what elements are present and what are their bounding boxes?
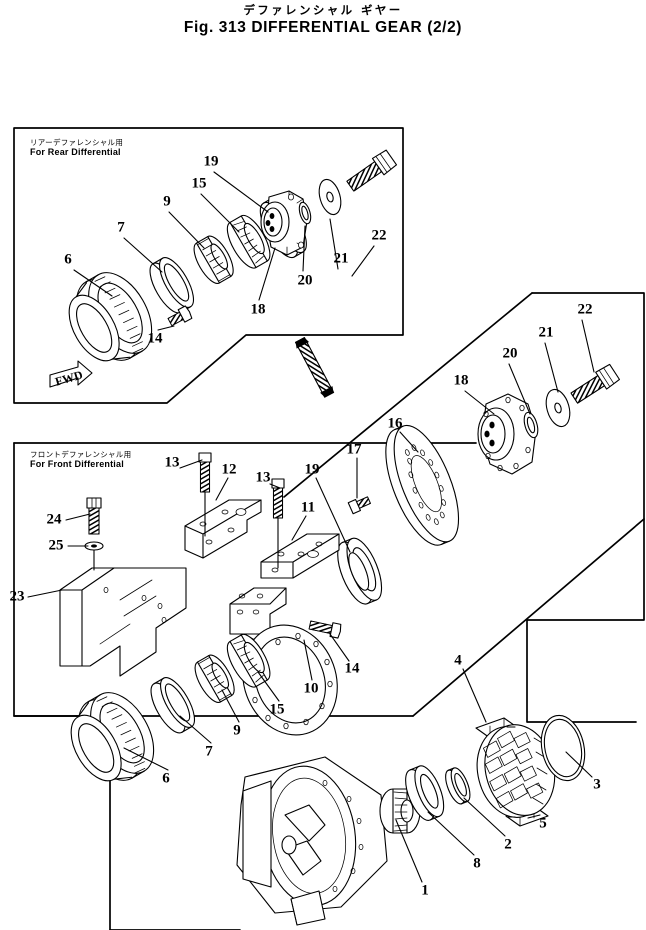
callout-sun-gear-carrier-4: 4 [454,652,462,669]
callout-spacer-5: 5 [539,815,547,832]
callout-bearing-nut-9: 9 [163,193,171,210]
part-22-bolt-front [570,363,621,404]
callout-bolt-13: 13 [255,469,271,486]
callout-o-ring-3: 3 [593,776,601,793]
caption-rear-differential: リアーデファレンシャル用 For Rear Differential [30,138,123,158]
part-9-lock-nut-front [194,654,235,703]
callout-bracket-11: 11 [300,499,316,516]
part-12-bracket [184,499,262,559]
part-18-hub-flange-front [477,393,537,475]
part-14-plug-front [308,620,342,639]
part-15-bearing-cone-rear [226,214,271,269]
part-16-brake-disc [385,424,460,546]
leader-lines [27,171,595,883]
part-6-wheel-hub-front [70,692,155,782]
part-3-o-ring-large [540,714,586,782]
callout-bolt-24: 24 [46,511,62,528]
callout-plug-14: 14 [344,660,360,677]
callout-bearing-cone-15: 15 [269,701,285,718]
part-8-bearing [405,765,445,821]
callout-bearing-cone-15: 15 [191,175,207,192]
callout-carrier-10: 10 [303,680,319,697]
part-1-housing [236,756,421,926]
callout-hub-flange-18: 18 [250,301,266,318]
callout-wheel-hub-6: 6 [64,251,72,268]
part-6-wheel-hub-rear [68,272,153,362]
caption-rear-english: For Rear Differential [30,147,121,157]
part-7-bearing-cup-rear [149,257,195,314]
caption-front-japanese: フロントデファレンシャル用 [30,450,132,459]
callout-o-ring-20: 20 [297,272,313,289]
part-4-planet-carrier [475,717,556,827]
part-13-bolt-b [271,478,285,569]
fwd-direction-marker: FWD [49,360,93,389]
callout-guard-23: 23 [9,588,25,605]
callout-plug-14: 14 [147,330,163,347]
caption-front-differential: フロントデファレンシャル用 For Front Differential [30,450,131,470]
part-19-oil-seal-front [337,537,383,605]
part-21-washer-front [545,388,571,428]
part-24-bolt [86,497,102,535]
part-22-bolt-rear [346,149,398,192]
callout-bearing-cup-7: 7 [205,743,213,760]
part-20-o-ring-front [523,411,539,439]
caption-front-english: For Front Differential [30,459,124,469]
part-7-bearing-cup-front [150,677,196,734]
callout-brake-disc-16: 16 [387,415,403,432]
panel-border-rear [13,127,404,404]
long-stud [294,336,335,398]
callout-oil-seal-19: 19 [203,153,219,170]
caption-rear-japanese: リアーデファレンシャル用 [30,138,124,147]
callout-hub-flange-18: 18 [453,372,469,389]
part-23-guard [59,567,187,677]
callout-bolt-22: 22 [577,301,593,318]
part-20-o-ring-rear [298,201,312,225]
callout-ring-gear-housing-1: 1 [421,882,429,899]
part-9-lock-nut-rear [193,235,234,284]
callout-bracket-12: 12 [221,461,237,478]
callout-o-ring-20: 20 [502,345,518,362]
callout-washer-21: 21 [333,250,349,267]
part-2-thrust-washer [445,767,471,805]
callout-bolt-22: 22 [371,227,387,244]
part-21-washer-rear [318,178,342,216]
part-15-bearing-cone-front [226,633,271,688]
panel-border-right [526,292,645,723]
callout-thrust-washer-2: 2 [504,836,512,853]
callout-oil-seal-19: 19 [304,461,320,478]
callout-bolt-13: 13 [164,454,180,471]
part-17-plug [347,496,371,515]
callout-washer-25: 25 [48,537,64,554]
callout-washer-21: 21 [538,324,554,341]
callout-bearing-cup-7: 7 [117,219,125,236]
svg-text:FWD: FWD [54,367,85,388]
part-14-plug-rear [167,305,193,327]
callout-bearing-nut-9: 9 [233,722,241,739]
part-11-bracket [260,533,340,579]
callout-bearing-8: 8 [473,855,481,872]
callout-plug-17: 17 [346,441,362,458]
callout-wheel-hub-6: 6 [162,770,170,787]
